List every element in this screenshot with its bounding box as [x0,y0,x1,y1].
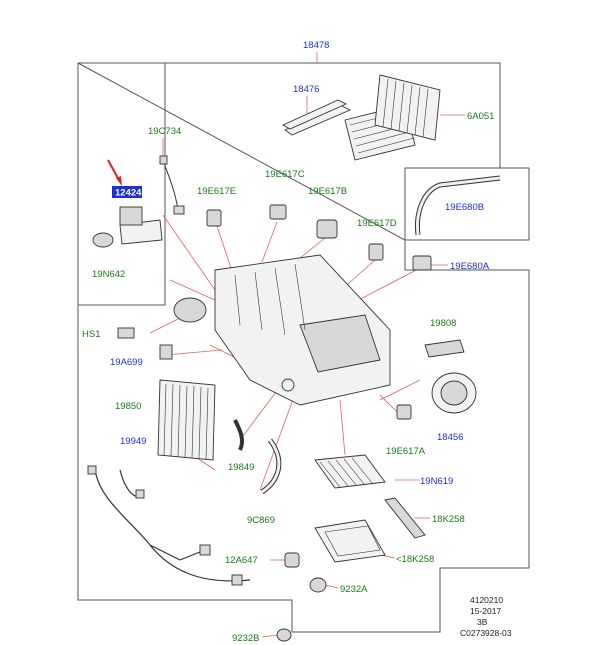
label-18456[interactable]: 18456 [437,432,463,443]
module-19808 [424,339,465,358]
label-9232B[interactable]: 9232B [232,633,259,644]
label-19949[interactable]: 19949 [120,436,146,447]
label-19A699[interactable]: 19A699 [110,357,143,368]
label-highlight[interactable]: 12424 [115,188,142,199]
actuator-19E617A [396,404,412,420]
grommet-9232B [276,628,292,642]
actuator-19E617B [316,219,338,239]
label-19849[interactable]: 19849 [228,462,254,473]
label-19E617D[interactable]: 19E617D [357,218,397,229]
harness-19949 [87,465,251,586]
label-18476[interactable]: 18476 [293,84,319,95]
label-18478[interactable]: 18478 [303,40,329,51]
hose-19E680B [414,175,501,236]
label-6A051[interactable]: 6A051 [467,111,494,122]
label-19E617C[interactable]: 19E617C [265,169,305,180]
highlight-arrow [107,159,122,186]
label-19808[interactable]: 19808 [430,318,456,329]
grommet-9232A [309,577,327,593]
connector-12A647 [284,552,300,568]
label-19850[interactable]: 19850 [115,401,141,412]
pipe-9C869 [260,438,282,495]
meta-line-1: 4120210 [470,595,503,605]
label-19E617B[interactable]: 19E617B [308,186,347,197]
meta-line-4: C0273928-03 [460,628,512,638]
sensor-19E680A [412,255,432,271]
label-18K258-frame[interactable]: <18K258 [396,554,434,565]
actuator-19N642 [92,206,163,248]
meta-line-2: 15-2017 [470,606,501,616]
label-HS1[interactable]: HS1 [82,329,100,340]
label-9C869[interactable]: 9C869 [247,515,275,526]
screw-HS1 [117,327,135,339]
frame-18K258 [314,519,386,563]
strip-18K258 [384,497,426,539]
label-19N642[interactable]: 19N642 [92,269,125,280]
cooler-core-6A051 [374,74,441,141]
sensor-19C734 [159,155,185,215]
blower-18456 [431,372,477,414]
label-19E617A[interactable]: 19E617A [386,446,426,457]
pipe-19849 [233,419,245,451]
label-18K258-strip[interactable]: 18K258 [432,514,465,525]
evaporator-19850 [157,379,216,461]
label-19E680A[interactable]: 19E680A [450,261,490,272]
label-12A647[interactable]: 12A647 [225,555,258,566]
filter-19N619 [314,454,386,489]
actuator-19E617E [206,209,222,227]
label-19E680B[interactable]: 19E680B [445,202,484,213]
label-9232A[interactable]: 9232A [340,584,368,595]
bracket-19A699 [159,344,173,360]
heater-core-18476 [282,99,416,161]
actuator-19E617D [368,243,384,261]
actuator-19E617C [269,204,287,220]
label-19E617E[interactable]: 19E617E [197,186,236,197]
hvac-housing-18478 [173,254,391,406]
meta-line-3: 3B [477,617,488,627]
label-19C734[interactable]: 19C734 [148,126,181,137]
assembly-frame [77,62,530,633]
label-19N619[interactable]: 19N619 [420,476,453,487]
highlight-label-box [112,186,142,198]
